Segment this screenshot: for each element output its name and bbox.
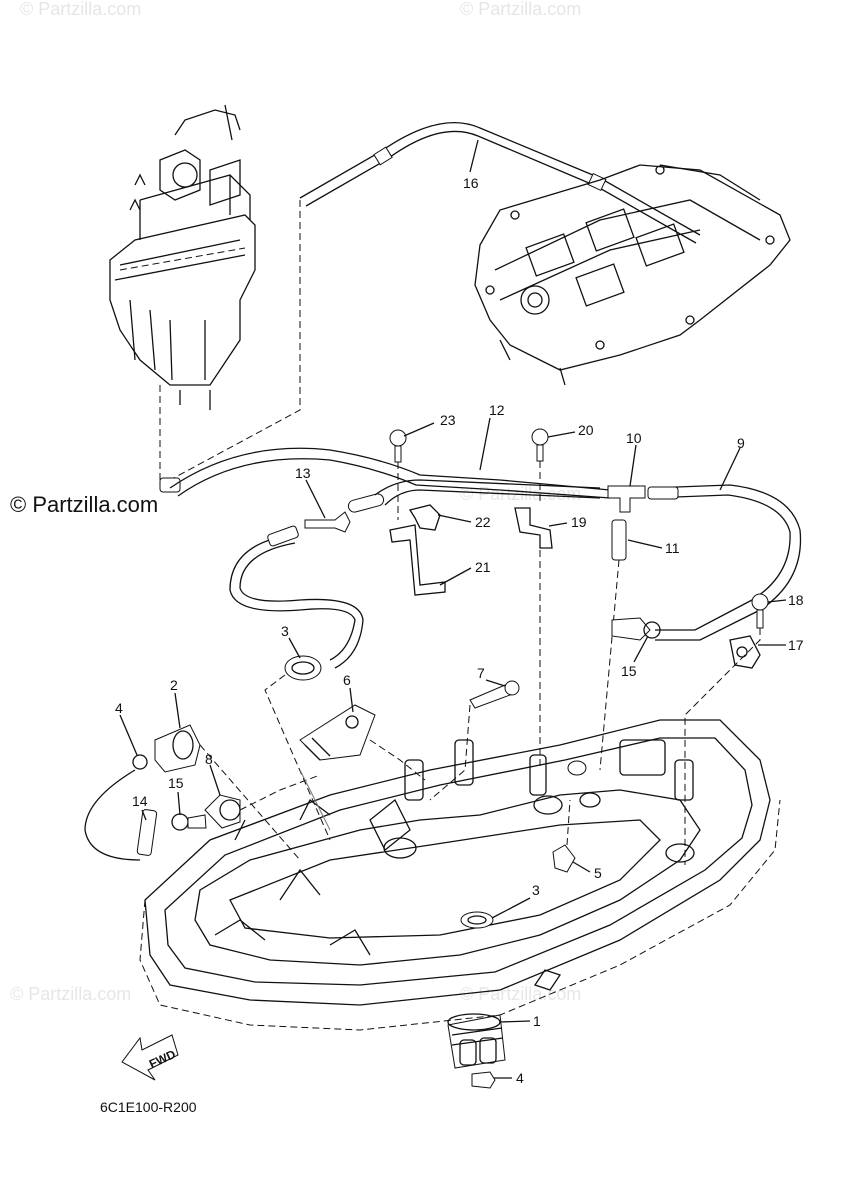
callout-23: 23 bbox=[440, 412, 456, 428]
callout-8: 8 bbox=[205, 751, 213, 767]
callout-numbers: 16 12 23 20 10 9 11 22 19 21 13 18 17 15… bbox=[115, 175, 804, 1086]
callout-22: 22 bbox=[475, 514, 491, 530]
callout-11: 11 bbox=[665, 540, 680, 556]
callout-2: 2 bbox=[170, 677, 178, 693]
callout-leaders bbox=[119, 139, 787, 1079]
joint-10 bbox=[607, 485, 646, 513]
bracket-19 bbox=[514, 507, 553, 549]
grommet-2 bbox=[154, 724, 301, 861]
left-hose-loop bbox=[229, 525, 364, 669]
bolt-23 bbox=[389, 429, 407, 520]
bracket-21 bbox=[389, 524, 446, 596]
callout-7: 7 bbox=[477, 665, 485, 681]
callout-4-left: 4 bbox=[115, 700, 123, 716]
plug-8 bbox=[204, 774, 321, 829]
mount-plate bbox=[474, 164, 791, 386]
watermark-bottom-left: © Partzilla.com bbox=[10, 984, 131, 1004]
callout-15-upper: 15 bbox=[621, 663, 637, 679]
vapor-separator-assembly bbox=[109, 104, 256, 410]
callout-1: 1 bbox=[533, 1013, 541, 1029]
callout-21: 21 bbox=[475, 559, 491, 575]
hose-9 bbox=[647, 484, 802, 641]
callout-12: 12 bbox=[489, 402, 505, 418]
fwd-arrow-icon: FWD bbox=[121, 1034, 179, 1081]
grommet-3-lower bbox=[460, 911, 494, 929]
callout-18: 18 bbox=[788, 592, 804, 608]
callout-6: 6 bbox=[343, 672, 351, 688]
callout-13: 13 bbox=[295, 465, 311, 481]
hose-16 bbox=[299, 121, 701, 244]
bottom-cowling bbox=[139, 719, 781, 1031]
plug-5 bbox=[552, 799, 576, 873]
clamp-4-left bbox=[132, 754, 148, 770]
callout-10: 10 bbox=[626, 430, 642, 446]
callout-20: 20 bbox=[578, 422, 594, 438]
callout-3-lower: 3 bbox=[532, 882, 540, 898]
watermark-top-left: © Partzilla.com bbox=[20, 0, 141, 19]
watermark-bottom-right: © Partzilla.com bbox=[460, 984, 581, 1004]
hose-end-fitting bbox=[159, 477, 181, 493]
callout-4-bottom: 4 bbox=[516, 1070, 524, 1086]
clip-22 bbox=[408, 504, 441, 531]
brand-watermark: © Partzilla.com bbox=[10, 492, 158, 517]
callout-15-left: 15 bbox=[168, 775, 184, 791]
joint-13 bbox=[304, 511, 351, 533]
callout-17: 17 bbox=[788, 637, 804, 653]
callout-16: 16 bbox=[463, 175, 479, 191]
watermark-top-right: © Partzilla.com bbox=[460, 0, 581, 19]
holder-17 bbox=[729, 635, 761, 669]
hose-12 bbox=[169, 447, 611, 513]
plug-1 bbox=[447, 1013, 506, 1069]
grommet-3-upper bbox=[264, 655, 331, 841]
screw-7 bbox=[429, 680, 520, 801]
callout-3-upper: 3 bbox=[281, 623, 289, 639]
grommet-6 bbox=[299, 704, 426, 781]
hose-14 bbox=[84, 769, 158, 861]
callout-19: 19 bbox=[571, 514, 587, 530]
callout-5: 5 bbox=[594, 865, 602, 881]
diagram-code: 6C1E100-R200 bbox=[100, 1099, 197, 1115]
hose-11 bbox=[599, 519, 627, 771]
bolt-20 bbox=[531, 428, 549, 770]
callout-14: 14 bbox=[132, 793, 148, 809]
clip-4-bottom bbox=[471, 1071, 496, 1089]
leader-hose16-down bbox=[169, 200, 301, 481]
bolt-18 bbox=[684, 593, 769, 865]
fitting-15-left bbox=[171, 813, 207, 831]
callout-9: 9 bbox=[737, 435, 745, 451]
fitting-15-upper bbox=[611, 617, 661, 641]
